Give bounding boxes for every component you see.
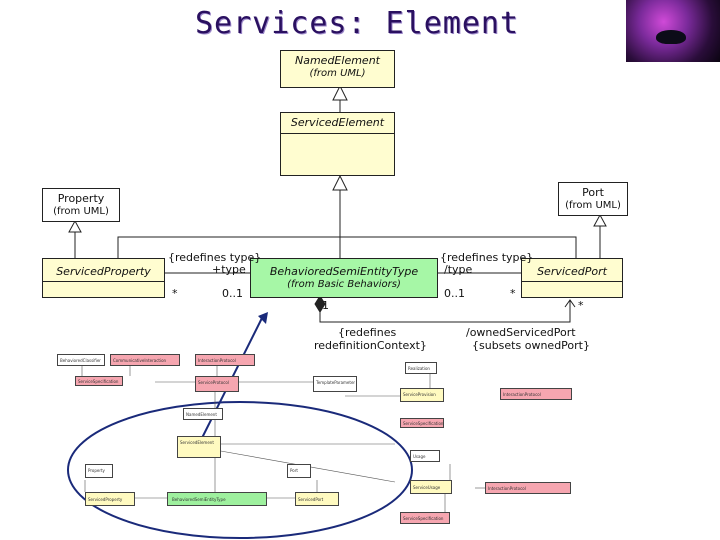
- thumb-box-property: Property: [85, 464, 113, 478]
- thumb-text: ServicedElement: [180, 440, 214, 445]
- thumb-text: BehavioredClassifier: [60, 358, 101, 363]
- named-element-name: NamedElement: [295, 54, 380, 67]
- property-source: (from UML): [53, 206, 109, 217]
- thumb-box-template-parameter: TemplateParameter: [313, 376, 357, 392]
- label-mult-right-01: 0..1: [444, 287, 465, 300]
- port-name: Port: [582, 186, 604, 199]
- thumb-box-communicative-interaction: CommunicativeInteraction: [110, 354, 180, 366]
- thumb-text: BehavioredSemiEntityType: [172, 497, 226, 502]
- label-mult-left-01: 0..1: [222, 287, 243, 300]
- thumb-box-service-provision: ServiceProvision: [400, 388, 444, 402]
- thumb-text: ServiceSpecification: [78, 379, 119, 384]
- thumb-box-service-specification-3: ServiceSpecification: [400, 512, 450, 524]
- thumb-text: ServiceProtocol: [198, 380, 229, 385]
- named-element-source: (from UML): [309, 68, 366, 79]
- thumb-text: ServiceUsage: [413, 485, 441, 490]
- label-mult-left-star: *: [172, 287, 178, 300]
- serviced-element-divider: [281, 133, 394, 134]
- decorative-photo: [626, 0, 720, 62]
- thumb-text: NamedElement: [186, 412, 217, 417]
- thumb-box-service-protocol: ServiceProtocol: [195, 376, 239, 392]
- thumb-text: Property: [88, 468, 105, 473]
- label-mult-right-star: *: [510, 287, 516, 300]
- class-serviced-port: ServicedPort: [521, 258, 623, 298]
- thumb-box-usage: Usage: [410, 450, 440, 462]
- class-serviced-element: ServicedElement: [280, 112, 395, 176]
- port-source: (from UML): [565, 200, 621, 211]
- thumb-box-serviced-element: ServicedElement: [177, 436, 221, 458]
- thumb-box-interaction-protocol-3: InteractionProtocol: [485, 482, 571, 494]
- label-redefines-type-right: {redefines type}: [440, 251, 534, 264]
- label-redefines-ctx-2: redefinitionContext}: [314, 339, 427, 352]
- thumb-text: CommunicativeInteraction: [113, 358, 167, 363]
- thumb-text: InteractionProtocol: [503, 392, 541, 397]
- thumb-box-interaction-protocol-2: InteractionProtocol: [500, 388, 572, 400]
- behaviored-source: (from Basic Behaviors): [287, 279, 401, 290]
- serviced-property-name: ServicedProperty: [56, 265, 151, 278]
- class-property: Property (from UML): [42, 188, 120, 222]
- thumb-box-port: Port: [287, 464, 311, 478]
- thumb-box-realization: Realization: [405, 362, 437, 374]
- thumb-text: ServiceProvision: [403, 392, 436, 397]
- label-owned-port-1: /ownedServicedPort: [466, 326, 576, 339]
- thumb-box-named-element: NamedElement: [183, 408, 223, 420]
- thumb-box-service-specification: ServiceSpecification: [75, 376, 123, 386]
- thumb-box-serviced-port: ServicedPort: [295, 492, 339, 506]
- slide-title: Services: Element: [195, 6, 520, 41]
- swan-silhouette: [656, 30, 686, 44]
- class-behaviored-semi-entity-type: BehavioredSemiEntityType (from Basic Beh…: [250, 258, 438, 298]
- serviced-port-divider: [522, 281, 622, 282]
- thumb-text: ServiceSpecification: [403, 516, 444, 521]
- thumb-text: ServicedPort: [298, 497, 324, 502]
- thumb-text: InteractionProtocol: [198, 358, 236, 363]
- label-type-right: /type: [444, 263, 473, 276]
- thumb-box-service-usage: ServiceUsage: [410, 480, 452, 494]
- behaviored-name: BehavioredSemiEntityType: [269, 265, 419, 278]
- label-redefines-ctx-1: {redefines: [338, 326, 397, 339]
- thumb-box-service-specification-2: ServiceSpecification: [400, 418, 444, 428]
- thumbnail-diagram: BehavioredClassifier CommunicativeIntera…: [55, 352, 585, 540]
- thumb-text: Usage: [413, 454, 426, 459]
- thumb-text: Realization: [408, 366, 430, 371]
- thumb-text: ServicedProperty: [88, 497, 123, 502]
- label-mult-port-star: *: [578, 299, 584, 312]
- label-redefines-type-left: {redefines type}: [168, 251, 262, 264]
- thumb-box-behaviored-semi-entity-type: BehavioredSemiEntityType: [167, 492, 267, 506]
- thumb-text: InteractionProtocol: [488, 486, 526, 491]
- thumb-text: Port: [290, 468, 298, 473]
- serviced-element-name: ServicedElement: [290, 116, 385, 129]
- label-owned-port-2: {subsets ownedPort}: [472, 339, 590, 352]
- thumb-box-interaction-protocol: InteractionProtocol: [195, 354, 255, 366]
- thumb-text: TemplateParameter: [316, 380, 356, 385]
- thumb-text: ServiceSpecification: [403, 421, 444, 426]
- label-type-left: +type: [212, 263, 246, 276]
- serviced-port-name: ServicedPort: [537, 265, 607, 278]
- thumb-box-behaviored-classifier: BehavioredClassifier: [57, 354, 105, 366]
- property-name: Property: [57, 192, 105, 205]
- label-mult-one: 1: [322, 299, 329, 312]
- class-serviced-property: ServicedProperty: [42, 258, 165, 298]
- class-port: Port (from UML): [558, 182, 628, 216]
- class-named-element: NamedElement (from UML): [280, 50, 395, 88]
- thumb-box-serviced-property: ServicedProperty: [85, 492, 135, 506]
- serviced-property-divider: [43, 281, 164, 282]
